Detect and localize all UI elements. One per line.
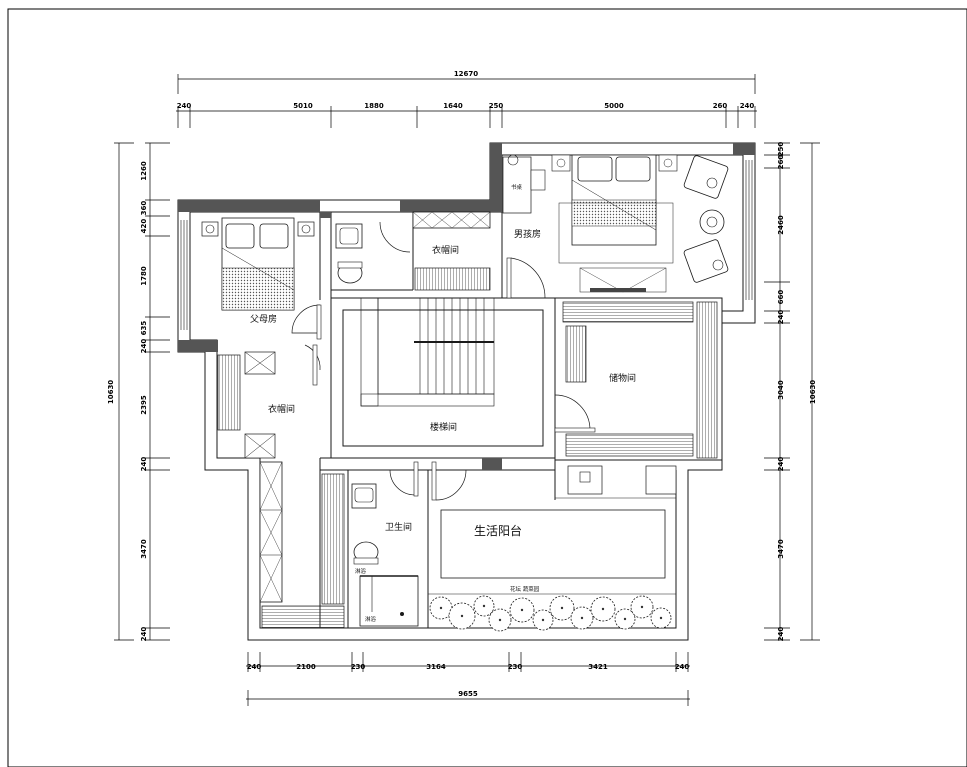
- dim-top-5: 250: [489, 102, 504, 110]
- dim-right-9: 240: [777, 627, 785, 642]
- storage-room: 储物间: [554, 301, 718, 459]
- dim-right-6: 3040: [777, 380, 785, 400]
- shower-label-a: 淋浴: [355, 567, 367, 575]
- pillow-icon: [225, 223, 255, 249]
- sink-icon: [351, 483, 377, 509]
- dim-left-7: 2395: [140, 395, 148, 415]
- side-table-icon: [699, 209, 725, 235]
- dim-left-10: 240: [140, 627, 148, 642]
- top-ticks: [177, 106, 756, 128]
- room-label-boys: 男孩房: [514, 228, 541, 240]
- door-swing-icon: [304, 344, 321, 371]
- dim-top-1: 240: [177, 102, 192, 110]
- dim-bottom-4: 3164: [426, 663, 446, 671]
- dim-right-5: 240: [777, 310, 785, 325]
- washing-machine-icon: [567, 465, 603, 495]
- north-closet: 衣帽间: [412, 211, 491, 291]
- dim-bottom-2: 2100: [296, 663, 316, 671]
- door-swing-icon: [389, 469, 416, 496]
- nightstand-icon: [297, 221, 315, 237]
- room-label-storage: 储物间: [609, 372, 636, 384]
- dim-overall-top: 12670: [454, 70, 478, 78]
- dim-bottom-5: 230: [508, 663, 523, 671]
- dim-left-9: 3470: [140, 539, 148, 559]
- dim-top-4: 1640: [443, 102, 463, 110]
- dim-left-6: 240: [140, 339, 148, 354]
- boys-room: 书桌 男孩房: [502, 154, 729, 299]
- armchair-icon: [683, 155, 729, 199]
- dim-left-4: 1780: [140, 266, 148, 286]
- dim-top-6: 5000: [604, 102, 624, 110]
- dim-top-8: 240: [740, 102, 755, 110]
- desk-label: 书桌: [511, 183, 523, 191]
- south-bathroom: 卫生间 淋浴 淋浴: [351, 458, 502, 627]
- dim-right-2: 260: [777, 155, 785, 170]
- west-closet: 衣帽间: [217, 344, 345, 629]
- dim-top-2: 5010: [293, 102, 313, 110]
- windows: [180, 160, 753, 330]
- laundry-tub-icon: [645, 465, 677, 495]
- chair-icon: [507, 154, 519, 166]
- room-label-closet-north: 衣帽间: [432, 244, 459, 256]
- dim-bottom-6: 3421: [588, 663, 608, 671]
- dim-right-7: 240: [777, 457, 785, 472]
- dim-left-1: 1260: [140, 161, 148, 181]
- drawing-border: [7, 8, 967, 767]
- stair-treads: [419, 298, 485, 394]
- nightstand-icon: [658, 154, 678, 172]
- desk-icon: [502, 156, 532, 214]
- room-label-stairwell: 楼梯间: [430, 421, 457, 433]
- shower-label-b: 淋浴: [365, 615, 377, 623]
- planter-label: 花坛 蔬菜园: [510, 585, 540, 593]
- shower-icon: [359, 575, 419, 627]
- pillow-icon: [259, 223, 289, 249]
- nightstand-icon: [551, 154, 571, 172]
- pillow-icon: [577, 156, 613, 182]
- pillow-icon: [615, 156, 651, 182]
- stairwell: [360, 297, 495, 407]
- dim-right-4: 660: [777, 290, 785, 305]
- dim-right-3: 2460: [777, 215, 785, 235]
- dim-left-8: 240: [140, 457, 148, 472]
- dimension-lines: [114, 74, 820, 706]
- dim-right-8: 3470: [777, 539, 785, 559]
- dim-left-2: 360: [140, 201, 148, 216]
- solid-walls: [178, 143, 755, 352]
- dim-left-5: 635: [140, 321, 148, 336]
- room-label-closet-west: 衣帽间: [268, 403, 295, 415]
- armchair-icon: [683, 239, 729, 283]
- dim-left-total: 10630: [107, 380, 115, 404]
- room-label-balcony: 生活阳台: [474, 523, 522, 538]
- dim-left-3: 420: [140, 219, 148, 234]
- room-label-parents: 父母房: [250, 313, 277, 325]
- nightstand-icon: [201, 221, 219, 237]
- room-label-bathroom: 卫生间: [385, 521, 412, 533]
- door-swing-icon: [510, 257, 546, 299]
- door-swing-icon: [435, 469, 467, 501]
- door-swing-icon: [291, 304, 321, 334]
- door-swing-icon: [554, 394, 591, 431]
- balcony: 生活阳台 花坛 蔬菜园: [428, 465, 677, 632]
- dim-bottom-7: 240: [675, 663, 690, 671]
- dim-top-3: 1880: [364, 102, 384, 110]
- dim-bottom-1: 240: [247, 663, 262, 671]
- north-bathroom: [335, 221, 411, 284]
- shrub-icons: [429, 595, 672, 632]
- parents-room: 父母房: [201, 217, 322, 340]
- dimension-labels: 12670 240 5010 1880 1640 250 5000 260 24…: [107, 70, 817, 698]
- dim-right-1: 250: [777, 142, 785, 157]
- door-swing-icon: [379, 221, 411, 253]
- dim-top-7: 260: [713, 102, 728, 110]
- dim-bottom-3: 230: [351, 663, 366, 671]
- dim-overall-bottom: 9655: [458, 690, 478, 698]
- dim-right-total: 10630: [809, 380, 817, 404]
